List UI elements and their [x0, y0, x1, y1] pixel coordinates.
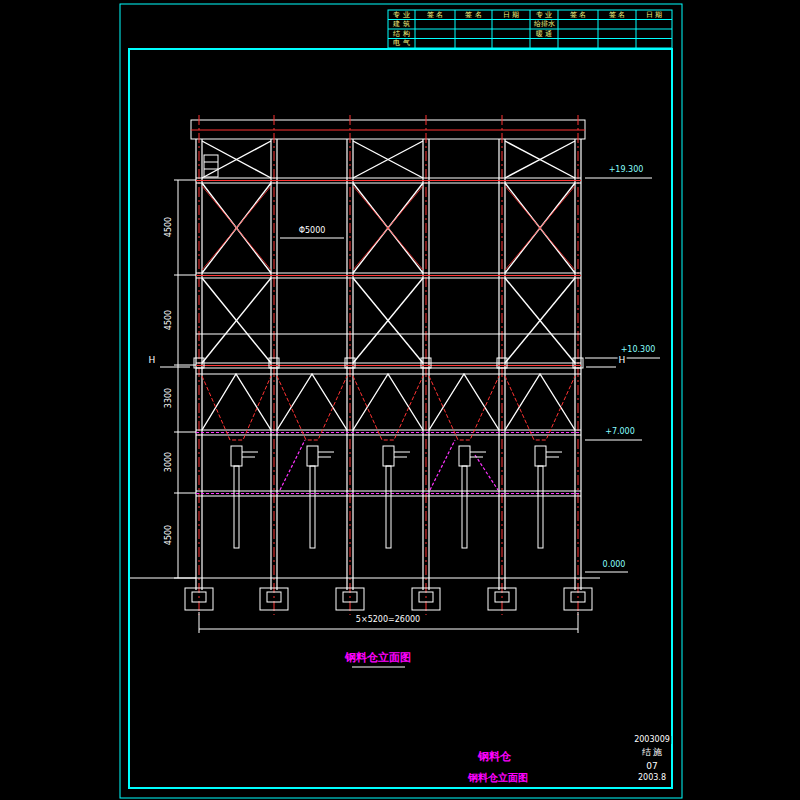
- drawing-label: 给排水: [533, 21, 556, 28]
- drawing-label: 结 施: [641, 748, 664, 757]
- drawing-label: 4500: [165, 216, 173, 238]
- drawing-label: 2003.8: [637, 774, 667, 782]
- drawing-label: 签 名: [426, 11, 444, 18]
- drawing-label: 3300: [165, 387, 173, 409]
- drawing-label: 3000: [165, 451, 173, 473]
- drawing-label: 日 期: [645, 11, 663, 18]
- drawing-label: 07: [645, 762, 658, 771]
- drawing-label: 0.000: [602, 561, 627, 569]
- drawing-label: 日 期: [502, 11, 520, 18]
- drawing-label: +10.300: [620, 346, 657, 354]
- drawing-label: Φ5000: [298, 227, 327, 235]
- drawing-label: 专 业: [392, 11, 410, 18]
- drawing-label: +19.300: [608, 166, 645, 174]
- drawing-label: 电 气: [392, 40, 410, 47]
- drawing-title: 钢料仓立面图: [344, 652, 412, 663]
- drawing-label: 4500: [165, 309, 173, 331]
- drawing-label: 钢料仓: [477, 751, 512, 762]
- drawing-label: 签 名: [569, 11, 587, 18]
- drawing-label: 钢料仓立面图: [467, 773, 529, 783]
- drawing-label: H: [618, 356, 627, 365]
- drawing-label: 专 业: [535, 11, 553, 18]
- drawing-label: 结 构: [392, 30, 410, 37]
- drawing-label: H: [148, 356, 157, 365]
- drawing-label: 4500: [165, 524, 173, 546]
- drawing-label: 暖 通: [535, 30, 553, 37]
- drawing-label: 5×5200=26000: [355, 616, 421, 624]
- drawing-label: 建 筑: [392, 21, 410, 28]
- drawing-label: 签 名: [608, 11, 626, 18]
- drawing-label: 2003009: [633, 736, 671, 744]
- drawing-label: 签 名: [464, 11, 482, 18]
- drawing-label: +7.000: [604, 428, 636, 436]
